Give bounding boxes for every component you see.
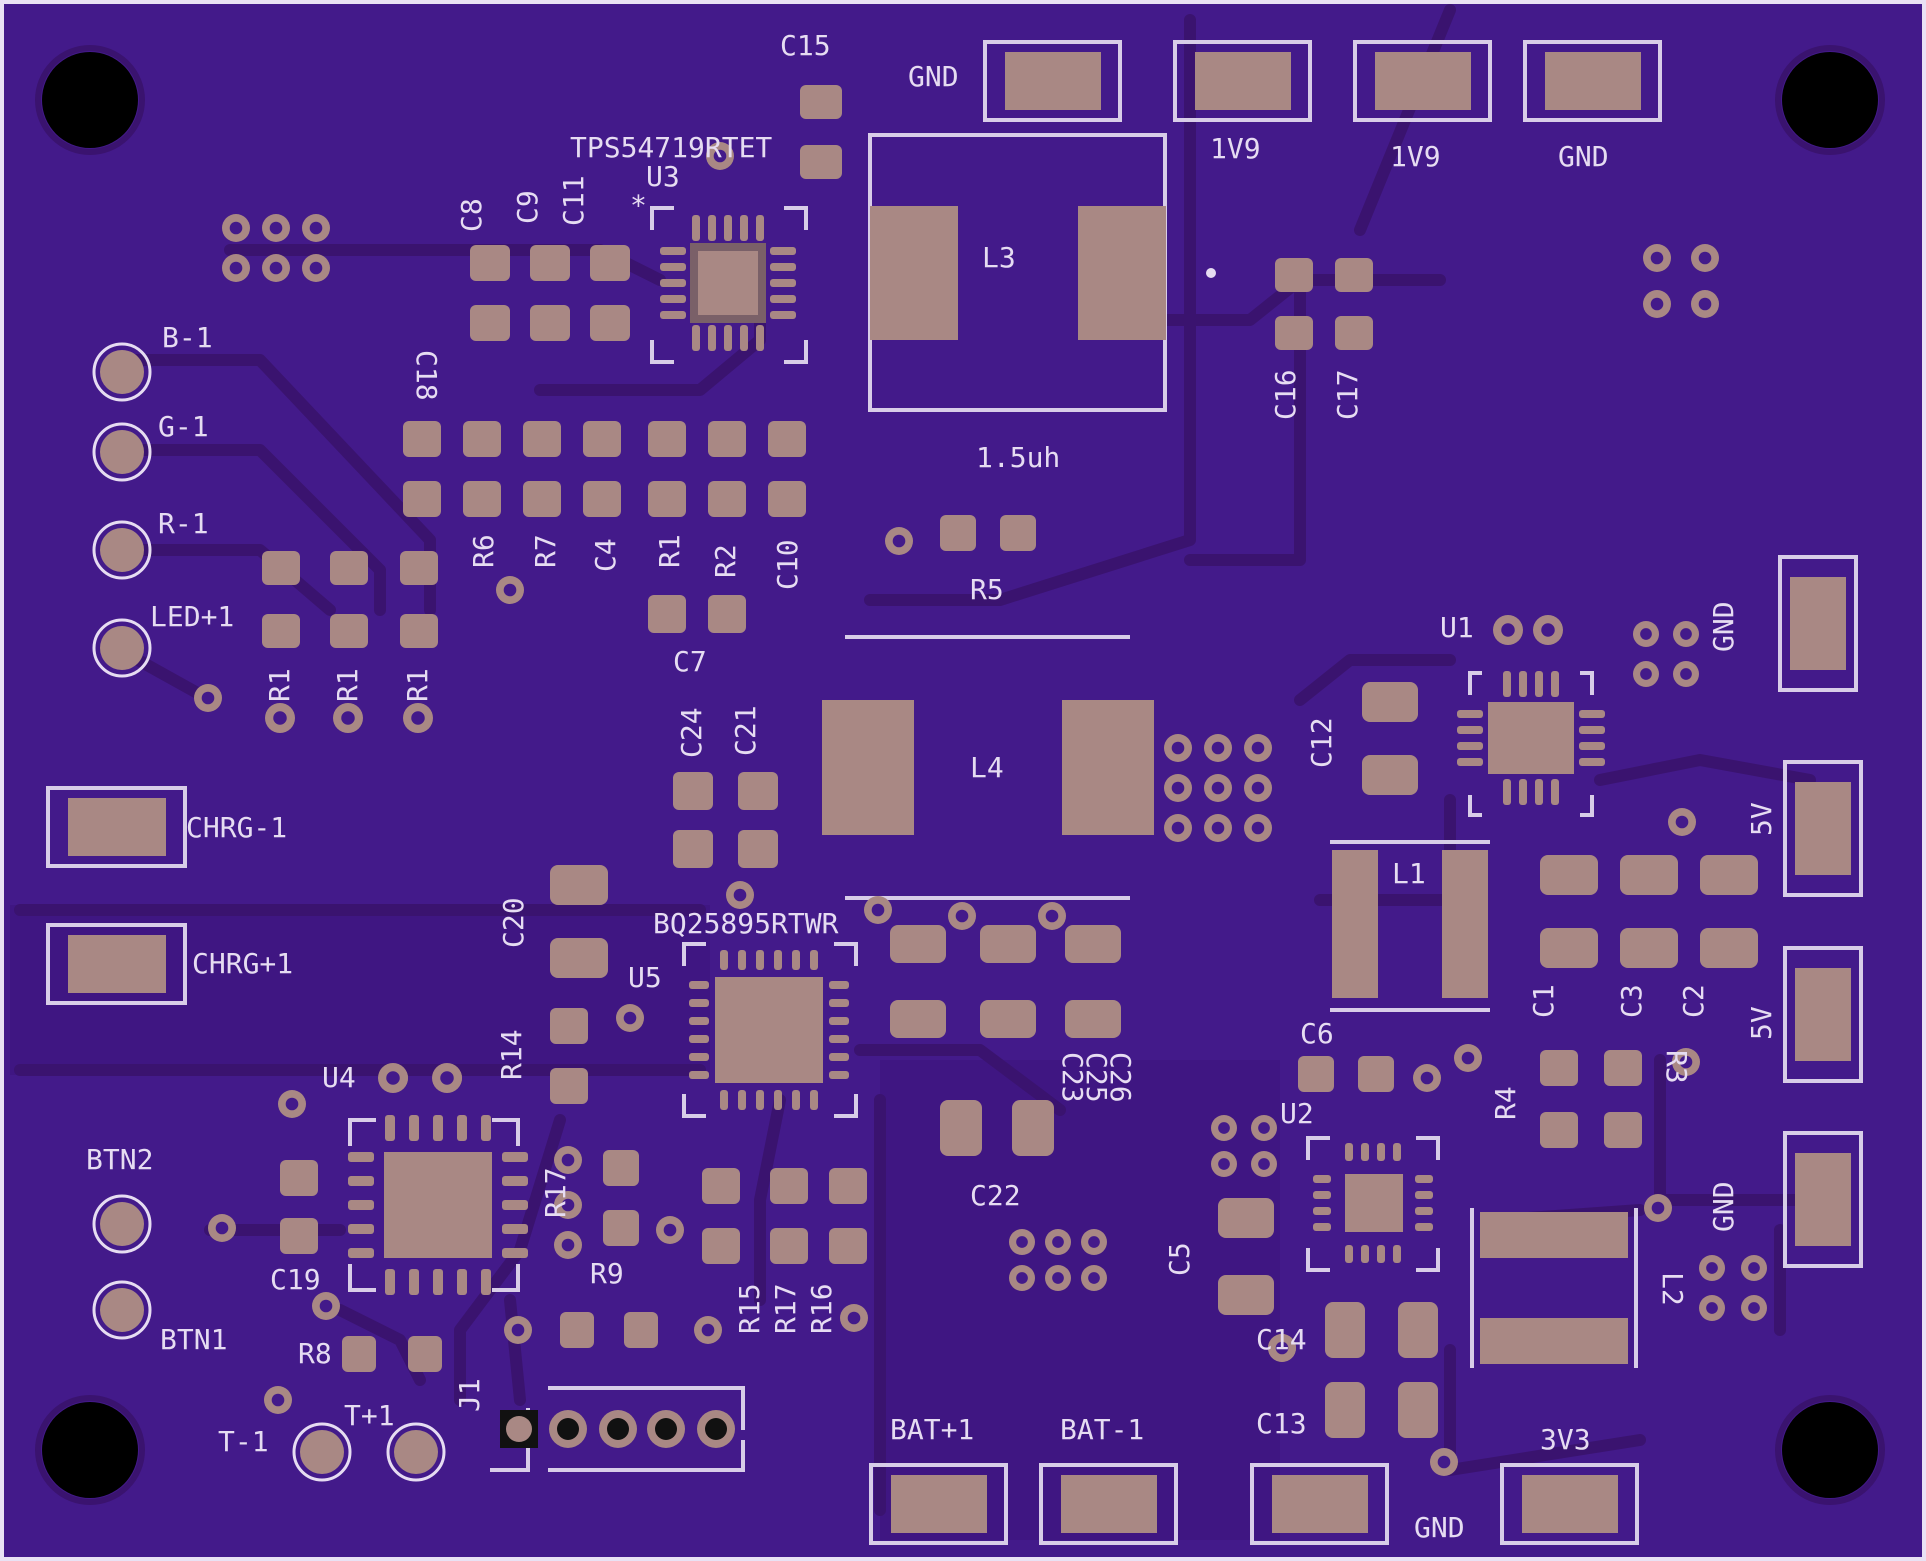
label-c5: C5 <box>1163 1242 1196 1276</box>
label-gnd-bottom: GND <box>1414 1511 1465 1544</box>
label-r1b: R1 <box>653 534 686 568</box>
label-r9: R9 <box>590 1257 624 1290</box>
label-l2: L2 <box>1656 1272 1689 1306</box>
label-c18: C18 <box>410 350 443 401</box>
label-r15: R15 <box>733 1283 766 1334</box>
label-r1-b: R1 <box>331 668 364 702</box>
label-t-plus: T+1 <box>344 1399 395 1432</box>
label-r14: R14 <box>495 1029 528 1080</box>
label-c8: C8 <box>455 198 488 232</box>
label-c7: C7 <box>673 645 707 678</box>
label-l3: L3 <box>982 241 1016 274</box>
label-c4: C4 <box>589 538 622 572</box>
label-g1: G-1 <box>158 410 209 443</box>
label-bat-minus: BAT-1 <box>1060 1413 1145 1446</box>
label-u1: U1 <box>1440 611 1474 644</box>
label-r8: R8 <box>298 1337 332 1370</box>
label-gnd-top-left: GND <box>908 60 959 93</box>
label-r17b: R17 <box>769 1283 802 1334</box>
label-c24: C24 <box>675 707 708 758</box>
label-c13: C13 <box>1256 1407 1307 1440</box>
label-r17: R17 <box>539 1167 572 1218</box>
label-r4: R4 <box>1489 1086 1522 1120</box>
label-c10: C10 <box>771 539 804 590</box>
label-1v9-a: 1V9 <box>1210 132 1261 165</box>
label-r6: R6 <box>467 534 500 568</box>
label-chrg-minus: CHRG-1 <box>186 811 288 844</box>
label-5v-a: 5V <box>1745 802 1778 836</box>
label-gnd-right-top: GND <box>1707 601 1740 652</box>
label-c1: C1 <box>1527 984 1560 1018</box>
label-c14: C14 <box>1256 1323 1307 1356</box>
label-c6: C6 <box>1300 1017 1334 1050</box>
label-c15: C15 <box>780 29 831 62</box>
label-b1: B-1 <box>162 321 213 354</box>
label-c16: C16 <box>1269 369 1302 420</box>
label-1v9-b: 1V9 <box>1390 140 1441 173</box>
label-gnd-right-bottom: GND <box>1707 1181 1740 1232</box>
label-chrg-plus: CHRG+1 <box>192 947 294 980</box>
label-u4: U4 <box>322 1061 356 1094</box>
label-r1-a: R1 <box>263 668 296 702</box>
label-u2: U2 <box>1280 1097 1314 1130</box>
label-r7: R7 <box>529 534 562 568</box>
label-led1: LED+1 <box>150 600 235 633</box>
label-c11: C11 <box>557 175 590 226</box>
label-c12: C12 <box>1305 717 1338 768</box>
label-c17: C17 <box>1331 369 1364 420</box>
label-c2: C2 <box>1677 984 1710 1018</box>
label-r3: R3 <box>1660 1050 1693 1084</box>
label-c9: C9 <box>511 190 544 224</box>
label-bat-plus: BAT+1 <box>890 1413 975 1446</box>
label-btn1: BTN1 <box>160 1323 228 1356</box>
label-5v-b: 5V <box>1745 1006 1778 1040</box>
label-btn2: BTN2 <box>86 1143 154 1176</box>
label-u5-part: BQ25895RTWR <box>653 907 839 940</box>
label-gnd-top-right: GND <box>1558 140 1609 173</box>
label-c26: C26 <box>1104 1052 1137 1103</box>
label-star: * <box>630 189 647 222</box>
label-u5: U5 <box>628 961 662 994</box>
label-j1: J1 <box>453 1378 486 1412</box>
label-inductor-value: 1.5uh <box>976 441 1061 474</box>
label-u3-part: TPS54719RTET <box>570 131 773 164</box>
label-c19: C19 <box>270 1263 321 1296</box>
label-r2: R2 <box>709 544 742 578</box>
label-c3: C3 <box>1615 984 1648 1018</box>
label-c21: C21 <box>729 705 762 756</box>
label-c20: C20 <box>497 897 530 948</box>
label-u3: U3 <box>646 160 680 193</box>
label-r5: R5 <box>970 573 1004 606</box>
label-t-minus: T-1 <box>218 1425 269 1458</box>
label-r1-c: R1 <box>401 668 434 702</box>
label-r16: R16 <box>805 1283 838 1334</box>
label-r1-led: R-1 <box>158 507 209 540</box>
label-l1: L1 <box>1392 857 1426 890</box>
label-c22: C22 <box>970 1179 1021 1212</box>
label-l4: L4 <box>970 751 1004 784</box>
label-3v3: 3V3 <box>1540 1423 1591 1456</box>
